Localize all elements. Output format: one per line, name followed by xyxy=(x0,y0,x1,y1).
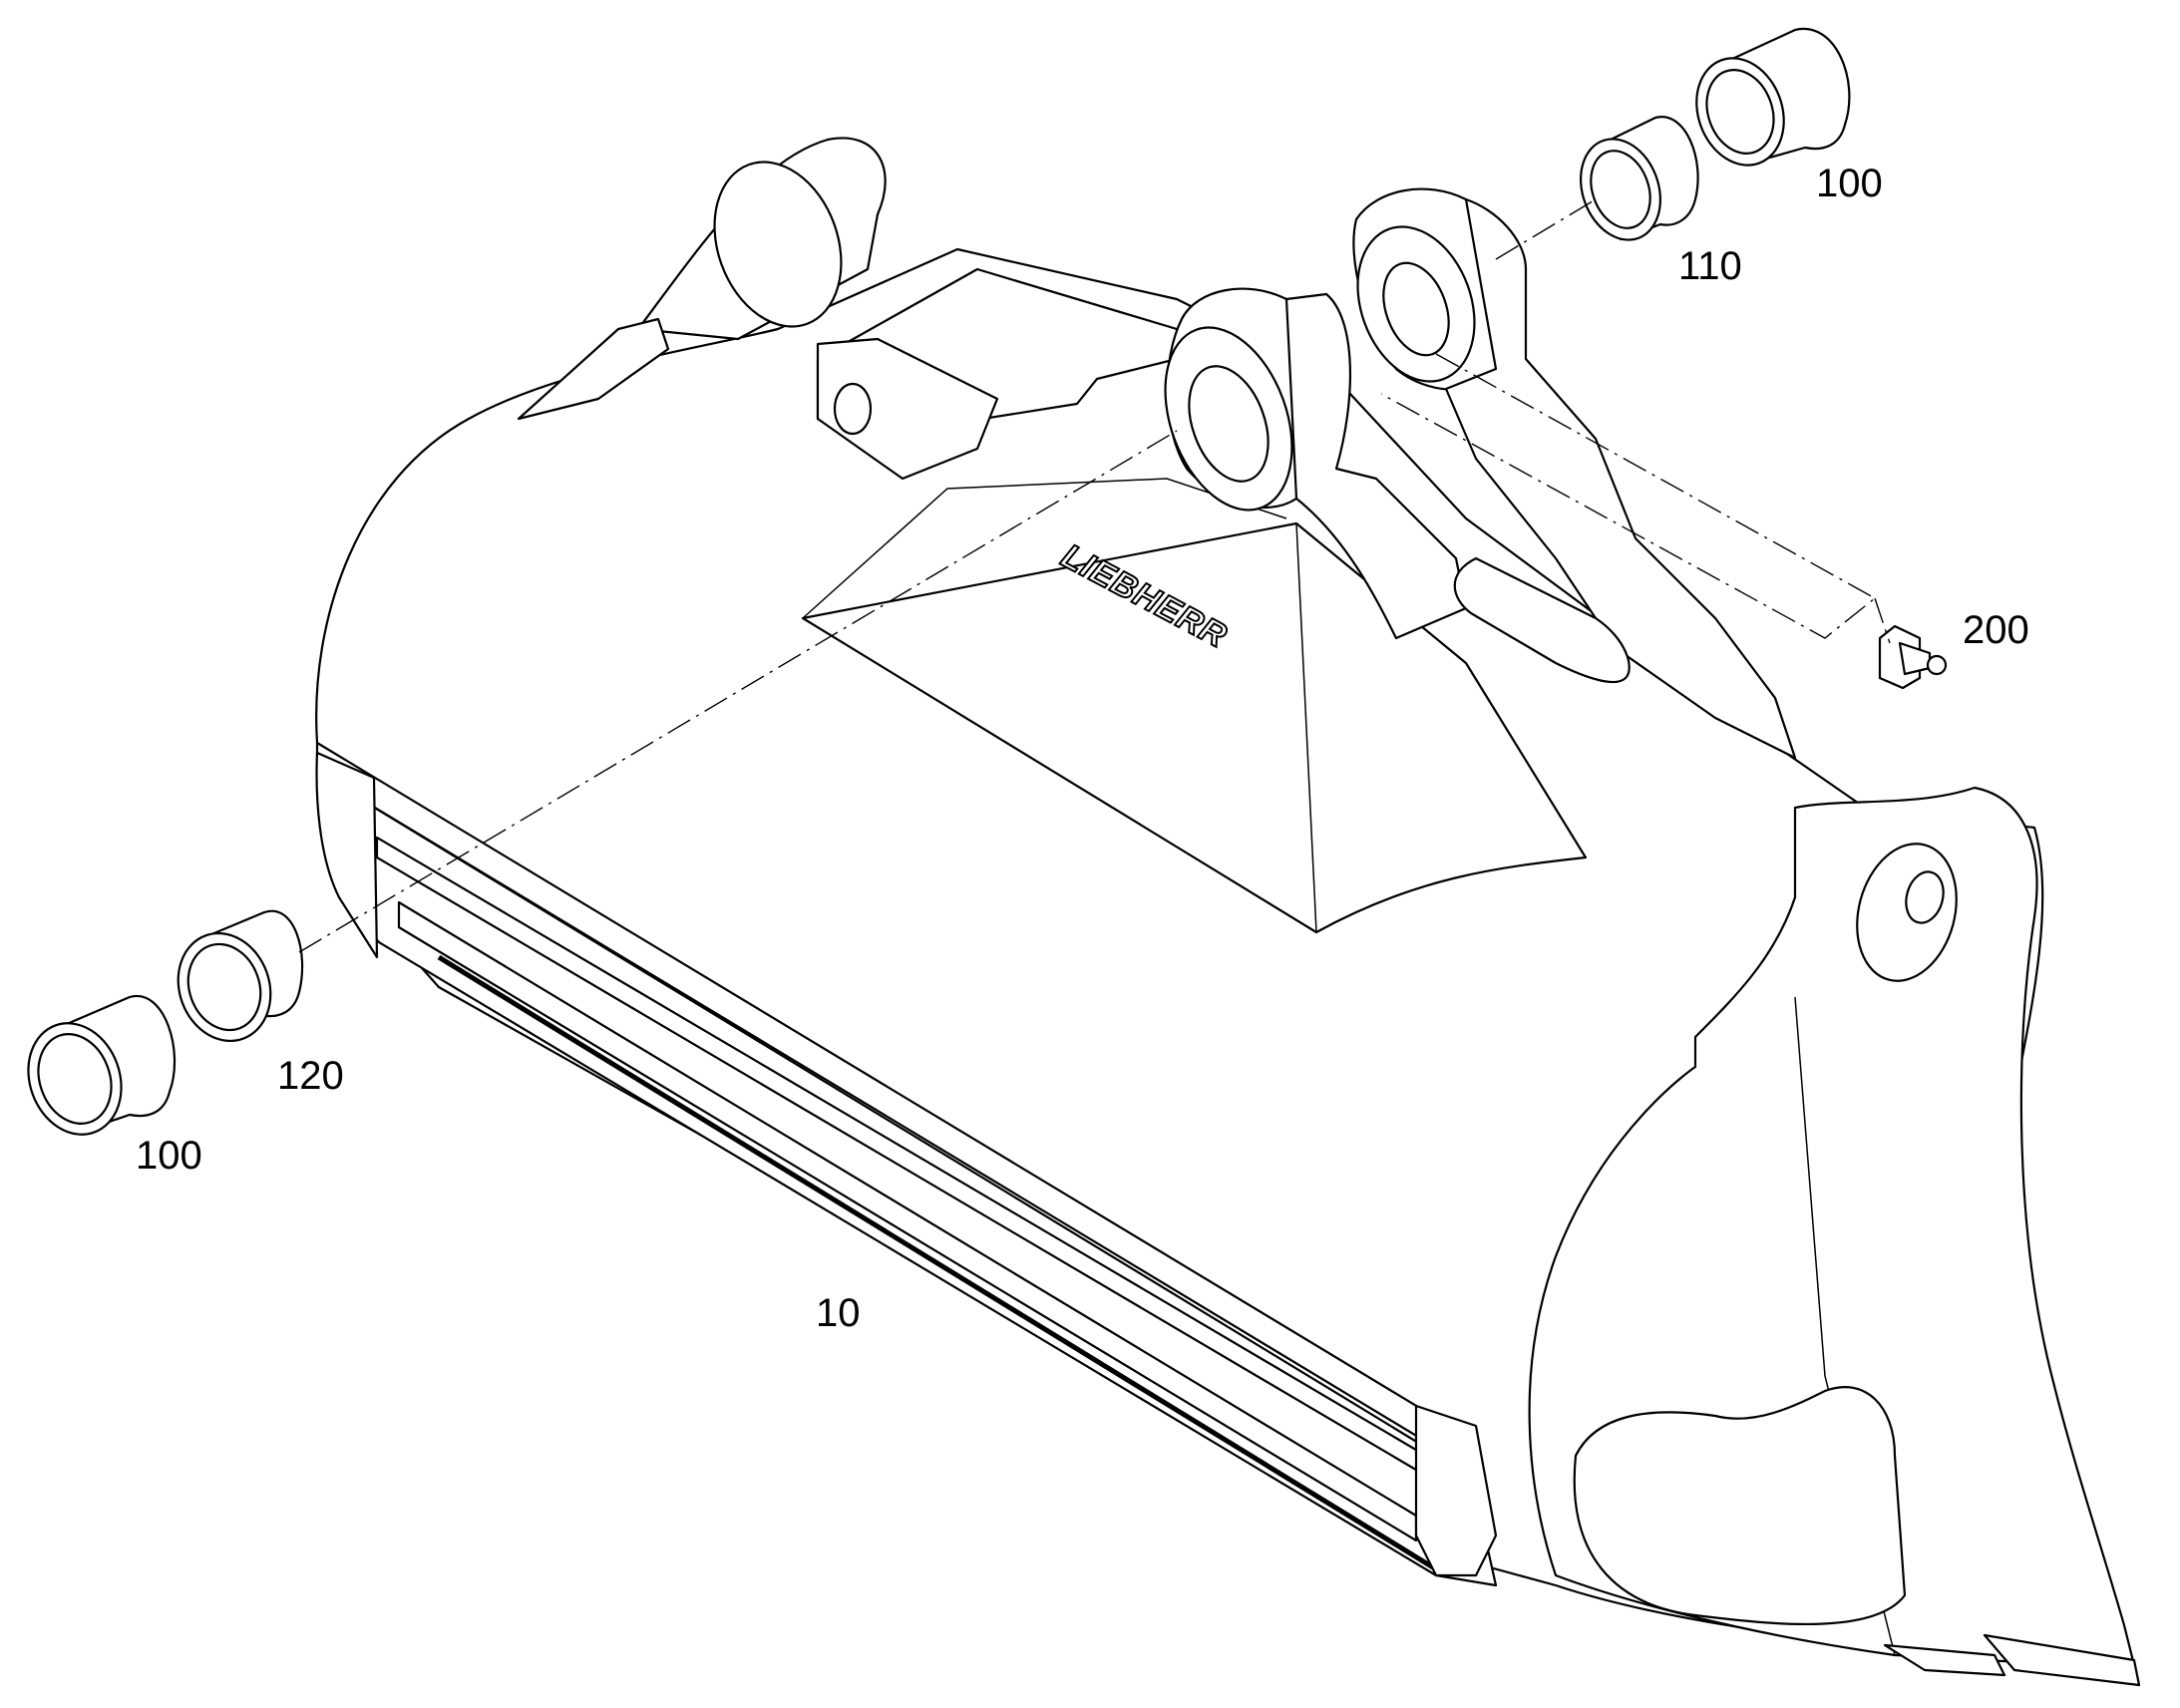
bushing-110 xyxy=(1580,116,1699,241)
callout-bucket: 10 xyxy=(816,1291,861,1335)
bushing-100-top xyxy=(1695,27,1851,167)
bushing-120 xyxy=(177,909,304,1043)
callout-bushing-left-outer: 100 xyxy=(136,1134,202,1178)
bucket-body: LIEBHERR xyxy=(315,137,2141,1687)
callout-bushing-top-inner: 110 xyxy=(1678,244,1742,288)
callout-bushing-left-inner: 120 xyxy=(277,1054,344,1098)
callout-grease-nipple: 200 xyxy=(1963,608,2029,652)
callout-bushing-top-outer: 100 xyxy=(1816,162,1883,205)
bushing-100-left xyxy=(27,994,177,1136)
callout-labels: 10 100 110 200 120 100 xyxy=(136,162,2029,1335)
grease-nipple-200 xyxy=(1878,624,1948,690)
center-lines xyxy=(298,198,1891,953)
